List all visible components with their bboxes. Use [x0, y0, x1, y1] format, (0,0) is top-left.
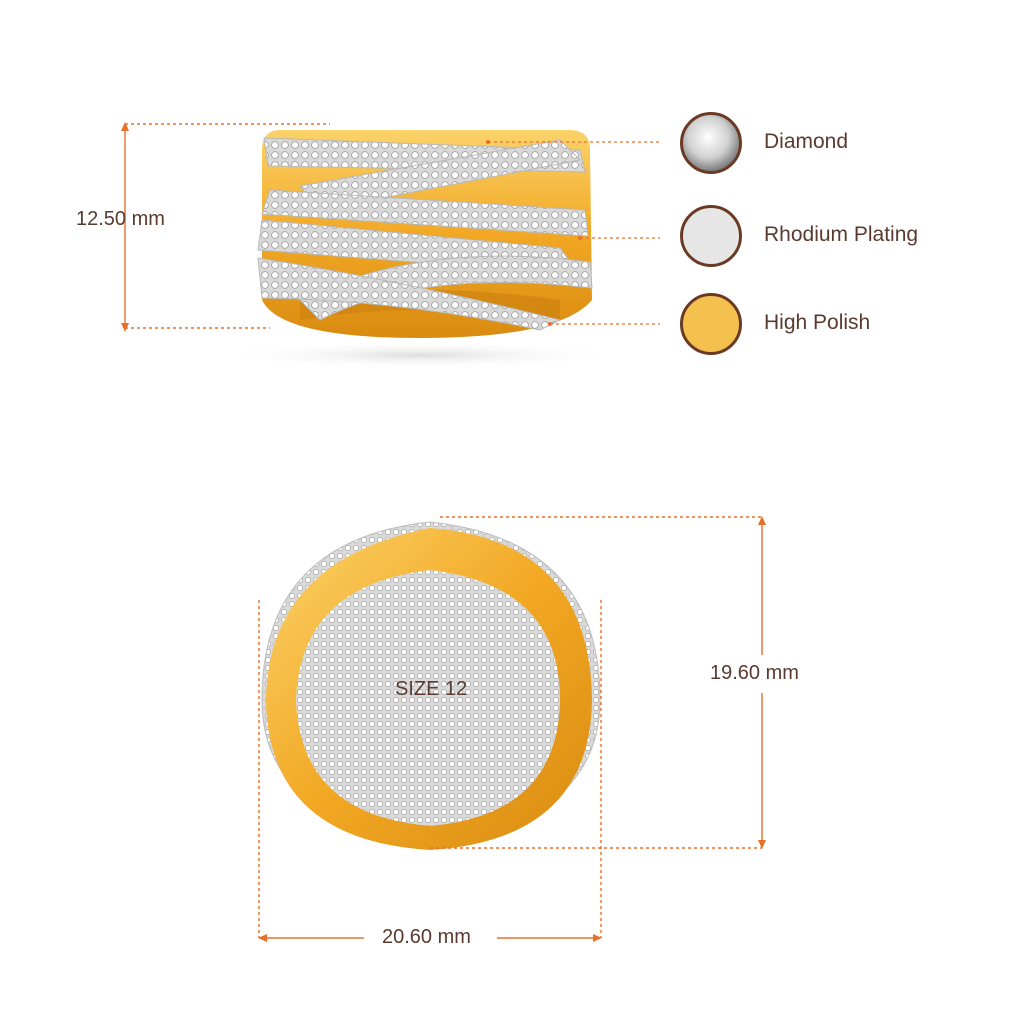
ring-width-label: 20.60 mm — [382, 926, 471, 948]
ring-side-view — [258, 516, 766, 942]
legend-label-rhodium: Rhodium Plating — [764, 223, 919, 246]
ring-height-label: 19.60 mm — [710, 662, 799, 684]
legend-item-diamond: Diamond — [680, 112, 980, 182]
ring-front-view — [121, 122, 660, 369]
ring-shadow — [220, 341, 620, 369]
ring-width-dimension — [258, 600, 602, 942]
gold-swatch — [680, 293, 742, 355]
legend-item-high-polish: High Polish — [680, 293, 980, 363]
legend-item-rhodium: Rhodium Plating — [680, 205, 980, 275]
height-dimension — [121, 122, 330, 332]
rhodium-swatch — [680, 205, 742, 267]
legend-label-diamond: Diamond — [764, 130, 849, 153]
height-label: 12.50 mm — [76, 208, 165, 230]
ring-size-label: SIZE 12 — [395, 678, 468, 700]
pave-bands — [257, 137, 593, 331]
diamond-icon — [680, 112, 742, 174]
legend-label-high-polish: High Polish — [764, 311, 871, 334]
ring-height-dimension — [430, 516, 766, 849]
legend-leader-lines — [488, 141, 660, 325]
